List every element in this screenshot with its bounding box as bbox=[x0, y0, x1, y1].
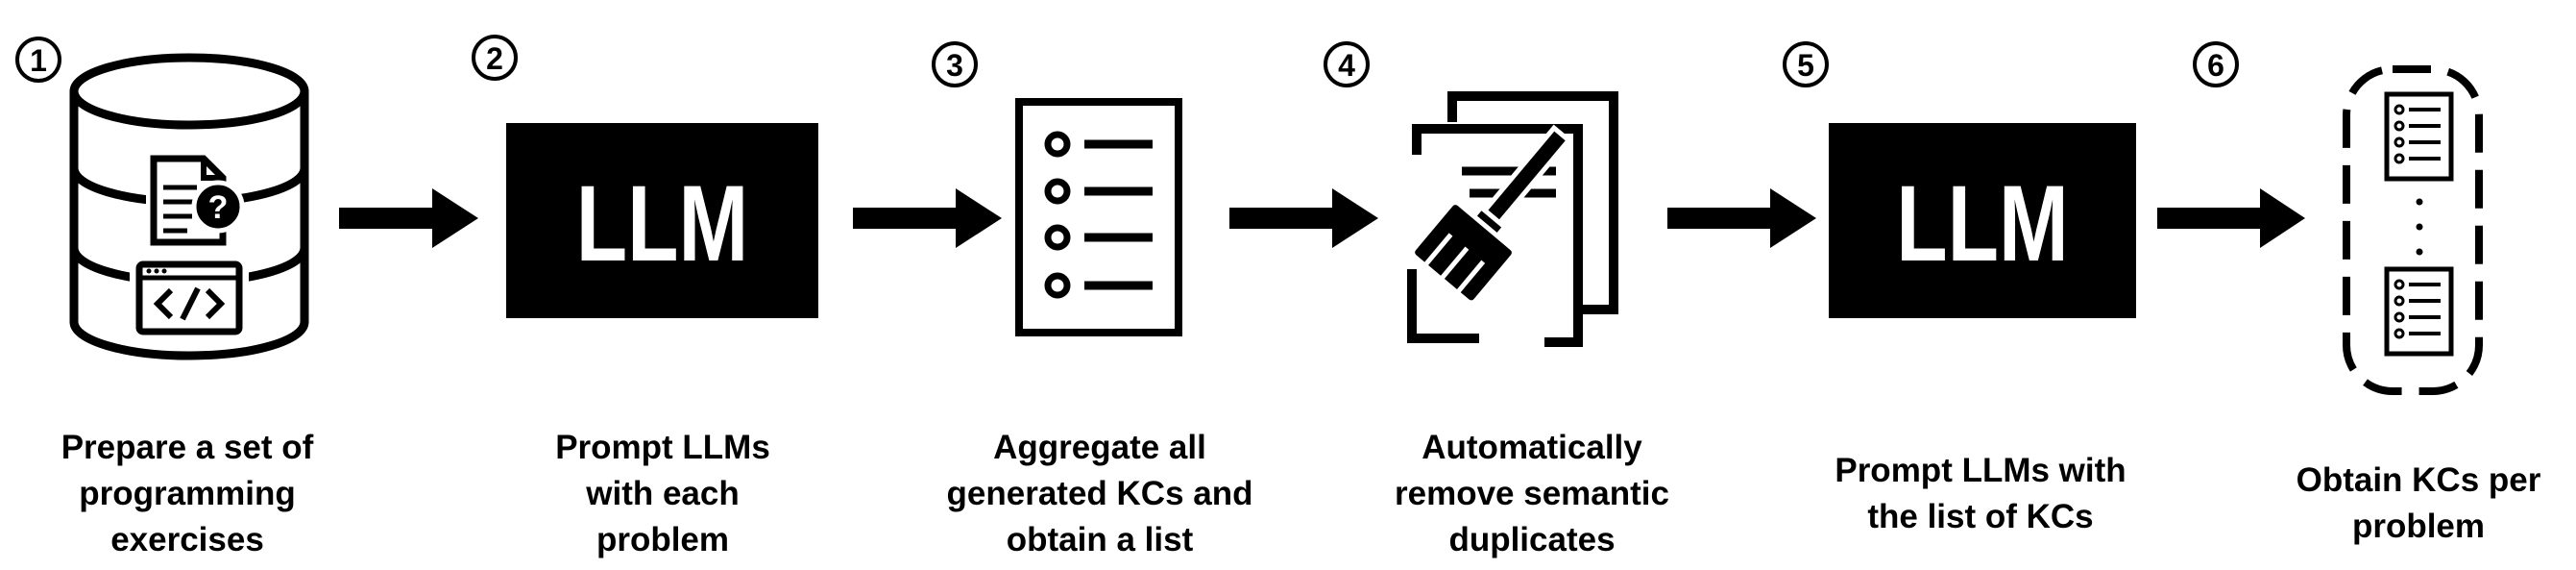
step-1-number: 1 bbox=[15, 37, 61, 83]
arrow-1-to-2 bbox=[339, 188, 478, 248]
broom-documents-icon bbox=[1407, 91, 1618, 347]
step-6-number: 6 bbox=[2193, 41, 2239, 87]
llm-box-icon-2: LLM bbox=[1829, 123, 2136, 318]
step-1-caption: Prepare a set of programming exercises bbox=[61, 429, 314, 558]
step-5-caption: Prompt LLMs with the list of KCs bbox=[1835, 452, 2126, 535]
llm-box-icon: LLM bbox=[506, 123, 818, 318]
list-document-icon bbox=[1015, 98, 1182, 336]
step-2-caption: Prompt LLMs with each problem bbox=[555, 429, 770, 558]
svg-text:6: 6 bbox=[2207, 48, 2224, 83]
question-document-icon: ? bbox=[146, 154, 245, 250]
step-6-caption: Obtain KCs per problem bbox=[2296, 461, 2541, 545]
svg-text:?: ? bbox=[208, 189, 229, 226]
arrow-3-to-4 bbox=[1229, 188, 1378, 248]
svg-text:2: 2 bbox=[486, 41, 503, 76]
arrow-5-to-6 bbox=[2157, 188, 2305, 248]
svg-text:5: 5 bbox=[1797, 48, 1814, 83]
stacked-lists-icon bbox=[2343, 65, 2483, 395]
svg-text:3: 3 bbox=[946, 48, 963, 83]
step-3-caption: Aggregate all generated KCs and obtain a… bbox=[946, 429, 1253, 558]
svg-text:1: 1 bbox=[30, 43, 47, 78]
step-5-number: 5 bbox=[1783, 41, 1829, 87]
step-4-number: 4 bbox=[1324, 41, 1370, 87]
svg-text:LLM: LLM bbox=[1896, 164, 2068, 285]
step-2-number: 2 bbox=[472, 35, 518, 81]
arrow-2-to-3 bbox=[853, 188, 1002, 248]
svg-text:LLM: LLM bbox=[576, 164, 748, 285]
step-3-number: 3 bbox=[932, 41, 978, 87]
step-4-caption: Automatically remove semantic duplicates bbox=[1395, 429, 1669, 558]
arrow-4-to-5 bbox=[1667, 188, 1816, 248]
code-window-icon bbox=[130, 255, 249, 341]
svg-text:4: 4 bbox=[1338, 48, 1355, 83]
